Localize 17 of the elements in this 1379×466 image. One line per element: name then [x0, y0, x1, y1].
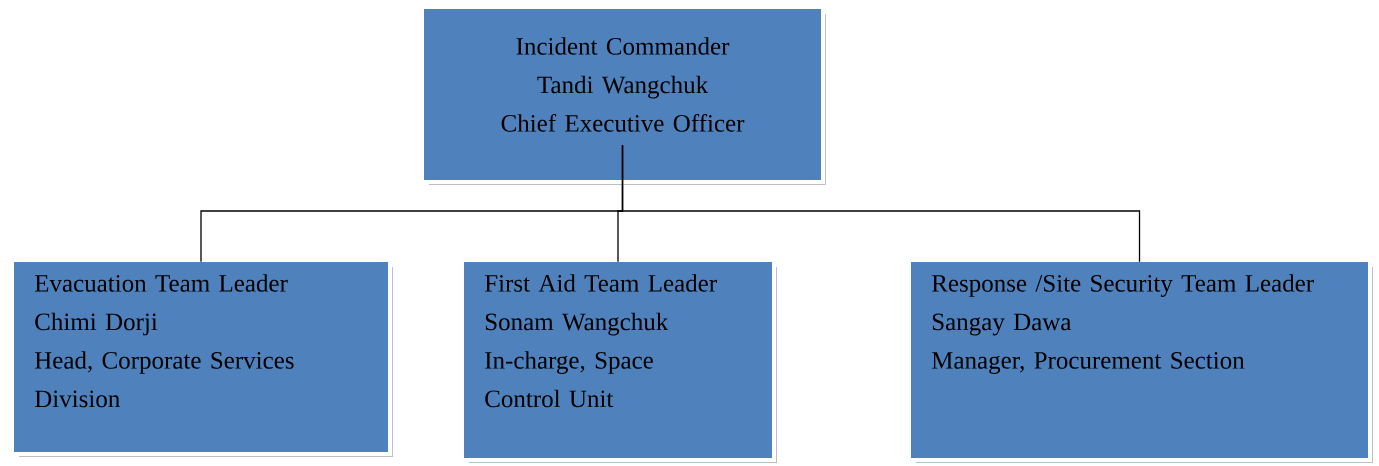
- node-label: Incident Commander: [516, 37, 730, 55]
- node-label: Sangay Dawa: [932, 313, 1072, 336]
- node-label: Manager, Procurement Section: [931, 352, 1245, 374]
- node-label: Tandi Wangchuk: [537, 75, 709, 99]
- node-label: First Aid Team Leader: [484, 274, 717, 292]
- connector: [621, 144, 1141, 263]
- node-label: Chimi Dorji: [35, 312, 158, 336]
- org-box: First Aid Team Leader Sonam Wangchuk In-charge, Space Control Unit: [460, 258, 777, 463]
- node-label: Head, Corporate Services Division: [34, 351, 294, 408]
- org-box: Incident Commander Tandi Wangchuk Chief Executive Officer: [420, 5, 826, 185]
- node-label: Chief Executive Officer: [501, 113, 745, 132]
- node-label: In-charge, Space Control Unit: [485, 351, 653, 408]
- node-label: Sonam Wangchuk: [485, 312, 669, 336]
- node-label: Response /Site Security Team Leader: [931, 274, 1314, 297]
- node-label: Evacuation Team Leader: [34, 274, 288, 292]
- org-box: Evacuation Team Leader Chimi Dorji Head, Corporate Services Division: [10, 258, 393, 457]
- org-box: Response /Site Security Team Leader Sangay Dawa Manager, Procurement Section: [907, 258, 1373, 463]
